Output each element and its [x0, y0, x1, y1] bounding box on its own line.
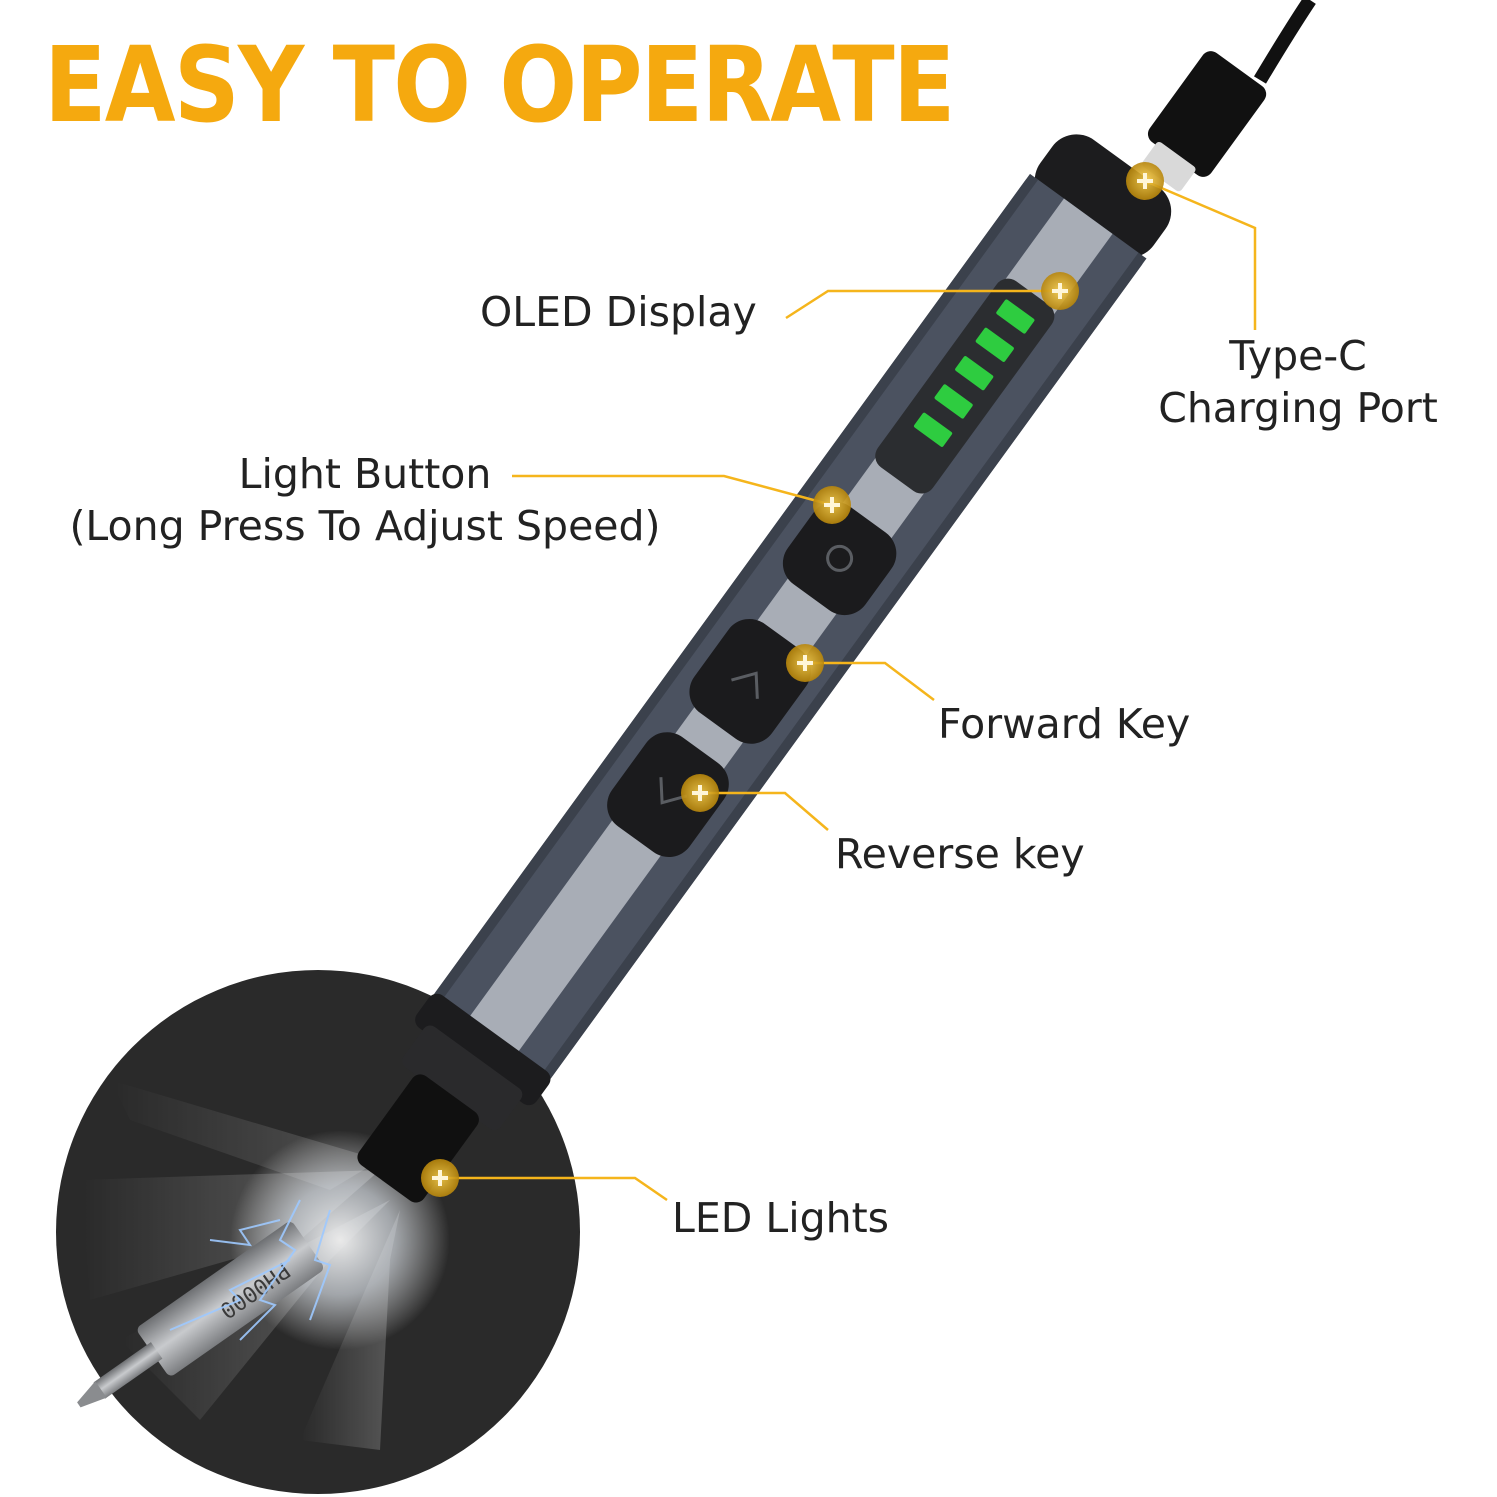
led-callout-line [440, 1176, 668, 1202]
forward-key-callout-line [805, 661, 935, 701]
lightning-effect [169, 1199, 332, 1341]
light-button-label-line2: (Long Press To Adjust Speed) [69, 502, 661, 550]
type-c-label-line2: Charging Port [1158, 384, 1438, 432]
led-lights-label: LED Lights [672, 1194, 890, 1242]
light-button[interactable] [773, 491, 907, 625]
forward-key-label: Forward Key [938, 700, 1191, 748]
type-c-label-line1: Type-C [1229, 332, 1367, 380]
reverse-key[interactable] [597, 722, 739, 867]
reverse-key-label: Reverse key [835, 830, 1085, 878]
light-button-label-line1: Light Button [238, 450, 492, 498]
oled-display [875, 278, 1055, 494]
oled-callout-line [785, 289, 1060, 320]
screwdriver-body [357, 134, 1172, 1203]
type-c-callout-line [1144, 179, 1257, 330]
callout-markers [421, 162, 1164, 1197]
headline: EASY TO OPERATE [44, 24, 955, 146]
type-c-cable [1142, 0, 1316, 192]
type-c-label: Type-C Charging Port [1143, 330, 1453, 434]
reverse-key-callout-line [700, 791, 829, 831]
light-button-callout-line [512, 474, 833, 507]
light-button-label: Light Button (Long Press To Adjust Speed… [40, 448, 690, 552]
battery-indicator-bars [914, 299, 1035, 447]
callout-lines [440, 179, 1257, 1202]
forward-key[interactable] [679, 609, 821, 754]
oled-display-label: OLED Display [480, 288, 757, 336]
